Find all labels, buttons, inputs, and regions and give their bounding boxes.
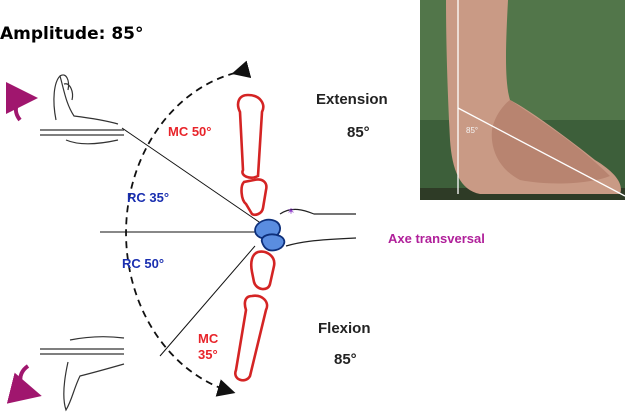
- forearm-outline: [279, 208, 357, 247]
- lower-rotation-arrow: [6, 364, 42, 404]
- mc-lower-label-line1: MC: [198, 331, 219, 346]
- wrist-extension-photo: [420, 0, 625, 200]
- mc-lower-label-line2: 35°: [198, 347, 218, 362]
- rc-upper-label: RC 35°: [127, 190, 170, 205]
- upper-hand-sketch: [40, 74, 124, 145]
- svg-text:*: *: [288, 206, 294, 220]
- motion-arc: [125, 60, 252, 397]
- amplitude-title: Amplitude: 85°: [0, 24, 144, 44]
- upper-radius-line: [121, 127, 263, 225]
- photo-angle-label: 85°: [466, 126, 479, 135]
- flexion-angle: 85°: [334, 351, 357, 368]
- carpal-bones: [254, 218, 286, 252]
- flexion-label: Flexion: [318, 320, 371, 337]
- extension-label: Extension: [316, 91, 388, 108]
- mc-upper-label: MC 50°: [168, 124, 212, 139]
- lower-bones: [234, 250, 276, 382]
- upper-bones: [236, 93, 268, 217]
- lower-radius-line: [159, 245, 256, 357]
- extension-angle: 85°: [347, 124, 370, 141]
- upper-rotation-arrow: [5, 82, 38, 122]
- rc-lower-label: RC 50°: [122, 256, 165, 271]
- axe-transversal-label: Axe transversal: [388, 231, 485, 246]
- lower-hand-sketch: [40, 336, 125, 412]
